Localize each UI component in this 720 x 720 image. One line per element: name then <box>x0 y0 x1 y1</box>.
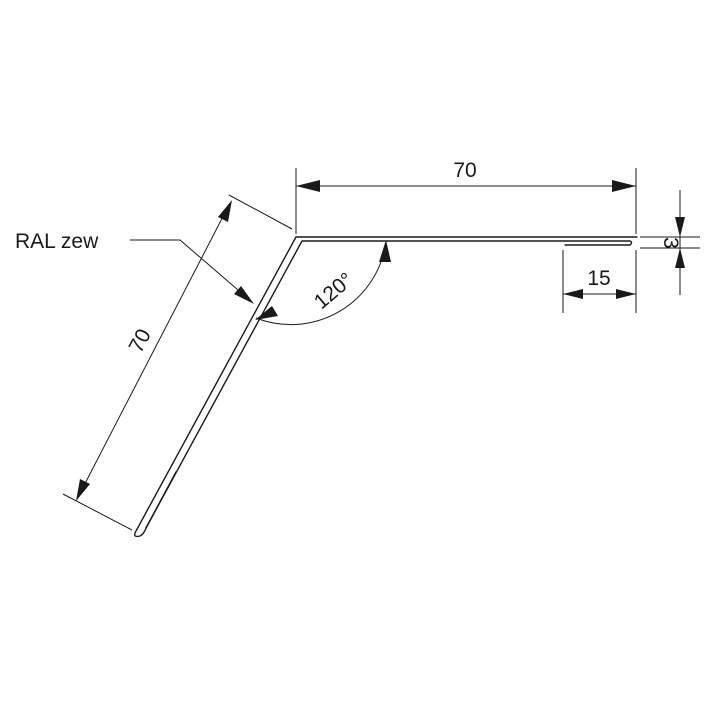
flashing-profile <box>133 236 638 538</box>
material-callout: RAL zew <box>15 230 254 304</box>
side-length-label: 70 <box>125 325 156 356</box>
hem-gap-label: 3 <box>659 237 682 249</box>
dimension-angle: 120° <box>255 240 391 326</box>
hem-length-label: 15 <box>587 267 610 290</box>
dimension-top-length: 70 <box>295 159 637 234</box>
angle-label: 120° <box>310 268 358 314</box>
dimension-hem-gap: 3 <box>640 190 700 295</box>
dimension-hem-length: 15 <box>562 250 637 313</box>
top-length-label: 70 <box>453 159 476 182</box>
material-label: RAL zew <box>15 230 99 253</box>
